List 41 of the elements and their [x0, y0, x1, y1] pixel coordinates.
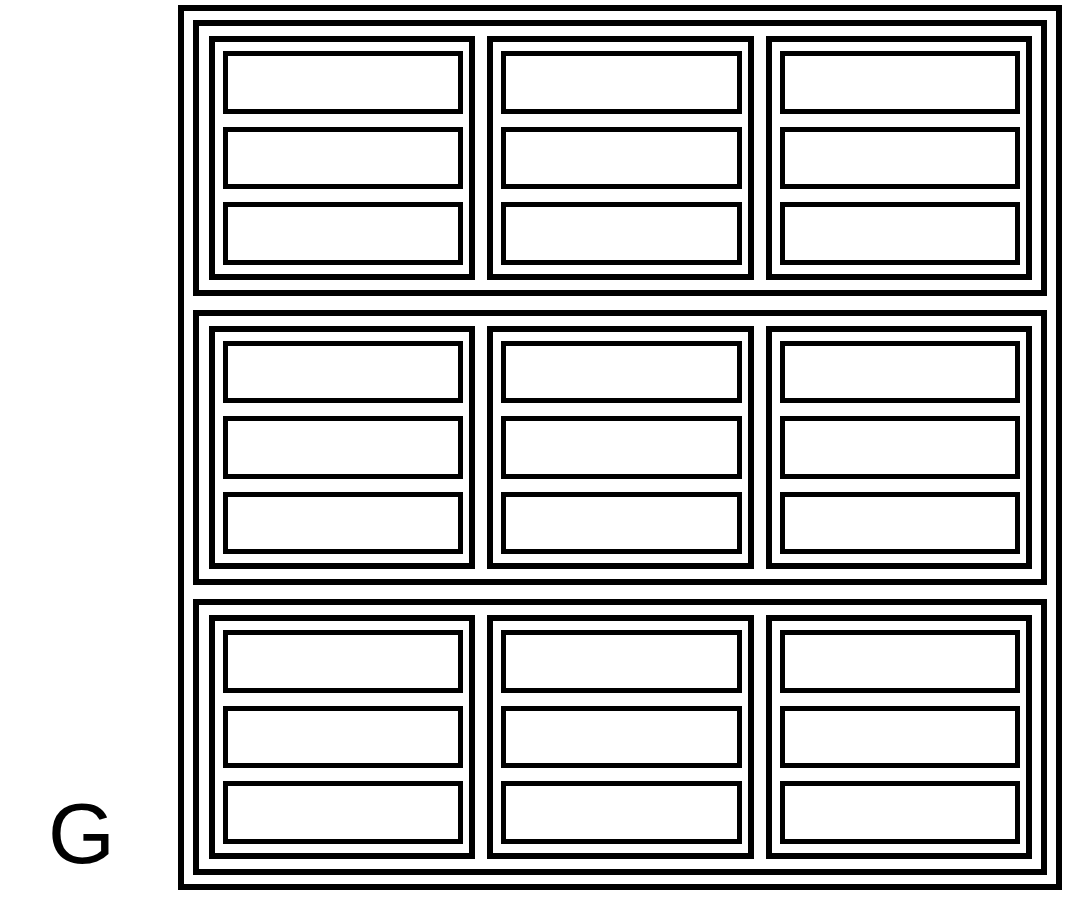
- column-frame: [765, 615, 1032, 859]
- panel-box: [223, 781, 464, 845]
- panel-box: [223, 126, 464, 190]
- panel-box: [501, 705, 742, 769]
- column-frame: [209, 325, 476, 570]
- column-frame: [209, 615, 476, 859]
- row-frame: [193, 20, 1047, 296]
- panel-box: [501, 491, 742, 555]
- panel-box: [779, 51, 1020, 114]
- column-frame: [487, 325, 754, 570]
- panel-box: [779, 705, 1020, 769]
- panel-box: [779, 781, 1020, 845]
- outer-frame: [178, 5, 1062, 890]
- panel-box: [501, 126, 742, 190]
- column-frame: [765, 36, 1032, 280]
- panel-box: [501, 630, 742, 693]
- panel-box: [223, 416, 464, 479]
- row-frame: [193, 309, 1047, 586]
- panel-box: [779, 491, 1020, 555]
- row-frame: [193, 599, 1047, 875]
- panel-box: [779, 630, 1020, 693]
- panel-box: [779, 202, 1020, 265]
- figure-label: G: [48, 790, 115, 876]
- panel-box: [223, 202, 464, 265]
- column-frame: [209, 36, 476, 280]
- panel-box: [223, 705, 464, 769]
- panel-box: [501, 51, 742, 114]
- panel-box: [501, 340, 742, 404]
- panel-box: [223, 630, 464, 693]
- panel-box: [779, 416, 1020, 479]
- panel-box: [223, 51, 464, 114]
- panel-box: [779, 126, 1020, 190]
- panel-box: [223, 491, 464, 555]
- panel-box: [779, 340, 1020, 404]
- panel-box: [501, 416, 742, 479]
- panel-box: [501, 202, 742, 265]
- column-frame: [487, 615, 754, 859]
- column-frame: [487, 36, 754, 280]
- panel-box: [223, 340, 464, 404]
- panel-box: [501, 781, 742, 845]
- column-frame: [765, 325, 1032, 570]
